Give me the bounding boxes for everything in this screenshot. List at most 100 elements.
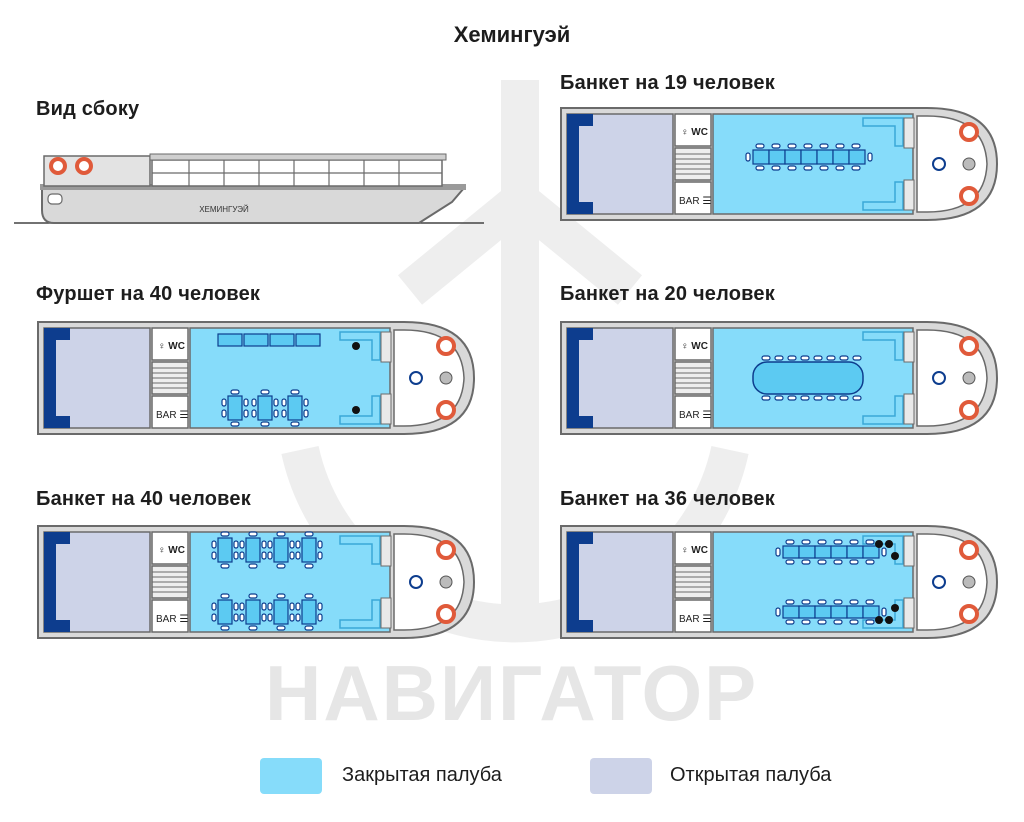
chair xyxy=(261,602,267,611)
high-table xyxy=(891,604,899,612)
plan-label-buffet-40: Фуршет на 40 человек xyxy=(36,283,261,305)
lifebuoy-icon xyxy=(959,400,979,420)
chair xyxy=(835,165,845,171)
lifebuoy-icon xyxy=(959,186,979,206)
chair xyxy=(317,602,323,611)
table-segment xyxy=(800,149,818,165)
table xyxy=(257,395,273,421)
watermark-text: НАВИГАТОР xyxy=(265,649,759,737)
table-segment xyxy=(862,545,880,559)
steering-wheel-icon xyxy=(932,157,946,171)
table-segment xyxy=(814,545,832,559)
cabinet xyxy=(903,331,915,363)
chair xyxy=(787,355,797,361)
chair xyxy=(813,355,823,361)
lifebuoy-icon xyxy=(959,604,979,624)
chair xyxy=(833,599,843,605)
bar-label: BAR ☰ xyxy=(679,196,711,207)
chair xyxy=(211,551,217,560)
chair xyxy=(801,539,811,545)
chair xyxy=(835,143,845,149)
chair xyxy=(865,599,875,605)
table-segment xyxy=(798,605,816,619)
table-segment xyxy=(832,149,850,165)
chair xyxy=(774,355,784,361)
chair xyxy=(865,619,875,625)
plan-label-banquet-36: Банкет на 36 человек xyxy=(560,488,775,510)
anchor-winch-icon xyxy=(962,371,976,385)
chair xyxy=(833,559,843,565)
lifebuoy-icon xyxy=(436,540,456,560)
anchor-winch-icon xyxy=(962,157,976,171)
chair xyxy=(243,409,249,418)
chair xyxy=(276,531,286,537)
chair xyxy=(839,355,849,361)
open-deck xyxy=(43,531,151,633)
chair xyxy=(787,395,797,401)
chair xyxy=(826,355,836,361)
cabinet xyxy=(903,535,915,567)
wc-room xyxy=(151,327,189,361)
high-table xyxy=(875,540,883,548)
chair xyxy=(817,619,827,625)
table-segment xyxy=(846,545,864,559)
lifebuoy-icon xyxy=(436,336,456,356)
chair xyxy=(801,599,811,605)
chair xyxy=(304,531,314,537)
chair xyxy=(833,619,843,625)
chair xyxy=(304,625,314,631)
table xyxy=(273,599,289,625)
chair xyxy=(248,563,258,569)
chair xyxy=(303,409,309,418)
bar-room xyxy=(151,395,189,429)
chair xyxy=(290,389,300,395)
chair xyxy=(233,551,239,560)
chair xyxy=(775,607,781,617)
chair xyxy=(317,551,323,560)
bench-open-deck xyxy=(567,114,593,214)
chair xyxy=(211,540,217,549)
wc-label: ♀ WC xyxy=(681,341,708,352)
chair xyxy=(819,165,829,171)
open-deck xyxy=(566,531,674,633)
chair xyxy=(261,551,267,560)
chair xyxy=(745,152,751,162)
chair xyxy=(787,165,797,171)
open-deck xyxy=(566,327,674,429)
chair xyxy=(233,602,239,611)
chair xyxy=(273,409,279,418)
anchor-winch-icon xyxy=(439,575,453,589)
chair xyxy=(251,409,257,418)
table xyxy=(752,361,864,395)
chair xyxy=(233,540,239,549)
chair xyxy=(295,602,301,611)
chair xyxy=(801,559,811,565)
anchor-winch-icon xyxy=(439,371,453,385)
wc-label: ♀ WC xyxy=(681,127,708,138)
high-table xyxy=(891,552,899,560)
chair xyxy=(267,540,273,549)
chair xyxy=(774,395,784,401)
anchor-winch-icon xyxy=(962,575,976,589)
chair xyxy=(865,539,875,545)
chair xyxy=(785,619,795,625)
table-segment xyxy=(784,149,802,165)
chair xyxy=(220,563,230,569)
steering-wheel-icon xyxy=(409,371,423,385)
chair xyxy=(775,547,781,557)
table-segment xyxy=(798,545,816,559)
chair xyxy=(248,625,258,631)
chair xyxy=(220,531,230,537)
chair xyxy=(761,355,771,361)
plan-label-banquet-20: Банкет на 20 человек xyxy=(560,283,775,305)
chair xyxy=(267,551,273,560)
chair xyxy=(785,599,795,605)
wc-label: ♀ WC xyxy=(158,341,185,352)
chair xyxy=(852,355,862,361)
plan-label-banquet-40: Банкет на 40 человек xyxy=(36,488,251,510)
high-table xyxy=(352,406,360,414)
table xyxy=(287,395,303,421)
